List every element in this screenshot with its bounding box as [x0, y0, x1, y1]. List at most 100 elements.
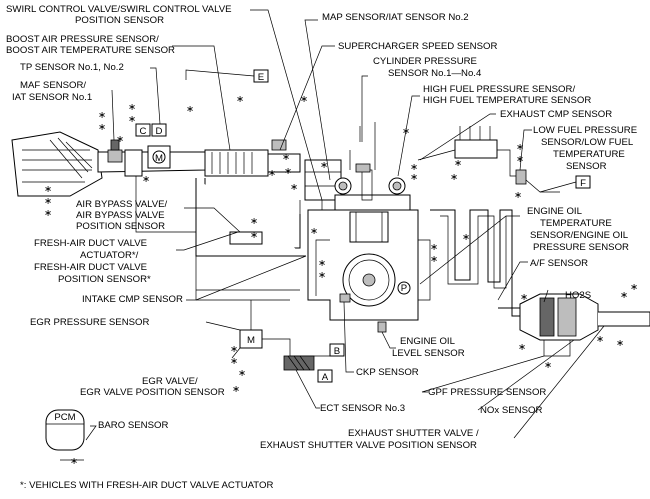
asterisk-mark: ∗	[236, 94, 244, 105]
catalytic-and-gpf	[519, 293, 650, 357]
asterisk-mark: ∗	[116, 134, 124, 145]
label-hfp-1: HIGH FUEL PRESSURE SENSOR/	[423, 84, 575, 95]
label-nox: NOx SENSOR	[480, 405, 542, 416]
label-maf-1: MAF SENSOR/	[20, 80, 86, 91]
label-cyl-2: SENSOR No.1—No.4	[388, 68, 482, 79]
asterisk-mark: ∗	[186, 104, 194, 115]
label-boost-2: BOOST AIR TEMPERATURE SENSOR	[6, 45, 175, 56]
label-baro: BARO SENSOR	[98, 420, 168, 431]
label-supercharger: SUPERCHARGER SPEED SENSOR	[338, 41, 497, 52]
asterisk-mark: ∗	[238, 368, 246, 379]
connector-c: C	[140, 126, 147, 137]
asterisk-mark: ∗	[282, 152, 290, 163]
pcm-module: PCM	[45, 409, 85, 451]
label-ckp: CKP SENSOR	[356, 367, 419, 378]
asterisk-mark: ∗	[128, 114, 136, 125]
label-tp: TP SENSOR No.1, No.2	[20, 62, 124, 73]
label-maf-2: IAT SENSOR No.1	[12, 92, 92, 103]
labels: SWIRL CONTROL VALVE/SWIRL CONTROL VALVE …	[6, 4, 637, 491]
label-egr-1: EGR VALVE/	[142, 376, 198, 387]
asterisk-mark: ∗	[514, 190, 522, 201]
label-abv-1: AIR BYPASS VALVE/	[76, 199, 168, 210]
asterisk-mark: ∗	[98, 110, 106, 121]
asterisk-mark: ∗	[310, 226, 318, 237]
asterisk-mark: ∗	[518, 342, 526, 353]
label-fad-3: FRESH-AIR DUCT VALVE	[34, 262, 147, 273]
supercharger	[271, 139, 342, 201]
asterisk-mark: ∗	[268, 168, 276, 179]
asterisk-mark: ∗	[520, 292, 528, 303]
asterisk-mark: ∗	[430, 254, 438, 265]
footnote: *: VEHICLES WITH FRESH-AIR DUCT VALVE AC…	[20, 480, 273, 491]
label-intake-cmp: INTAKE CMP SENSOR	[82, 294, 183, 305]
asterisk-mark: ∗	[544, 360, 552, 371]
asterisk-mark: ∗	[250, 230, 258, 241]
exhaust-manifold	[430, 209, 520, 317]
label-cyl-1: CYLINDER PRESSURE	[373, 56, 477, 67]
label-gpf: GPF PRESSURE SENSOR	[428, 387, 546, 398]
engine-oil-sensor-unit	[339, 281, 411, 333]
connector-p: P	[401, 283, 407, 294]
asterisk-mark: ∗	[620, 290, 628, 301]
label-eol-1: ENGINE OIL	[400, 336, 456, 347]
asterisk-mark: ∗	[284, 166, 292, 177]
label-af: A/F SENSOR	[530, 258, 588, 269]
connector-d: D	[156, 126, 163, 137]
air-cleaner	[11, 131, 103, 197]
asterisk-mark: ∗	[410, 172, 418, 183]
asterisk-marks: ∗∗∗∗∗∗∗∗∗∗∗∗∗∗∗∗∗∗∗∗∗∗∗∗∗∗∗∗∗∗∗∗∗∗∗∗∗∗∗∗…	[44, 94, 638, 467]
connector-m-egr: M	[247, 335, 255, 346]
label-swirl-2: POSITION SENSOR	[75, 15, 164, 26]
asterisk-mark: ∗	[454, 158, 462, 169]
label-fad-2: ACTUATOR*/	[80, 250, 139, 261]
asterisk-mark: ∗	[596, 334, 604, 345]
label-lfp-4: SENSOR	[566, 161, 607, 172]
engine-block	[307, 194, 431, 321]
label-lfp-2: SENSOR/LOW FUEL	[541, 137, 634, 148]
asterisk-mark: ∗	[402, 126, 410, 137]
label-fad-4: POSITION SENSOR*	[58, 274, 151, 285]
asterisk-mark: ∗	[516, 154, 524, 165]
leader-lines	[60, 9, 605, 461]
asterisk-mark: ∗	[44, 184, 52, 195]
asterisk-mark: ∗	[462, 232, 470, 243]
connector-boxes: E F C D B A M M P	[135, 69, 591, 383]
pcm-label: PCM	[54, 412, 75, 423]
asterisk-mark: ∗	[450, 172, 458, 183]
asterisk-mark: ∗	[230, 356, 238, 367]
label-eot-3: SENSOR/ENGINE OIL	[530, 230, 629, 241]
label-exh-cmp: EXHAUST CMP SENSOR	[500, 109, 612, 120]
asterisk-mark: ∗	[616, 338, 624, 349]
label-map-iat2: MAP SENSOR/IAT SENSOR No.2	[322, 12, 469, 23]
asterisk-mark: ∗	[230, 344, 238, 355]
ect-sensor-unit	[283, 355, 315, 371]
asterisk-mark: ∗	[128, 102, 136, 113]
asterisk-mark: ∗	[98, 122, 106, 133]
label-boost-1: BOOST AIR PRESSURE SENSOR/	[6, 34, 159, 45]
asterisk-mark: ∗	[250, 216, 258, 227]
asterisk-mark: ∗	[430, 242, 438, 253]
label-hfp-2: HIGH FUEL TEMPERATURE SENSOR	[423, 95, 591, 106]
asterisk-mark: ∗	[44, 208, 52, 219]
label-abv-3: POSITION SENSOR	[76, 221, 165, 232]
asterisk-mark: ∗	[142, 174, 150, 185]
asterisk-mark: ∗	[630, 282, 638, 293]
asterisk-mark: ∗	[232, 384, 240, 395]
label-abv-2: AIR BYPASS VALVE	[76, 210, 165, 221]
asterisk-mark: ∗	[290, 182, 298, 193]
label-ho2s: HO2S	[565, 290, 591, 301]
label-eot-2: TEMPERATURE	[540, 218, 612, 229]
label-lfp-1: LOW FUEL PRESSURE	[533, 125, 637, 136]
connector-a: A	[322, 372, 329, 383]
asterisk-mark: ∗	[318, 258, 326, 269]
connector-f: F	[580, 178, 586, 189]
asterisk-mark: ∗	[44, 196, 52, 207]
label-ect: ECT SENSOR No.3	[320, 403, 405, 414]
label-egr-2: EGR VALVE POSITION SENSOR	[80, 387, 225, 398]
label-eot-4: PRESSURE SENSOR	[533, 242, 629, 253]
maf-sensor-unit	[107, 139, 123, 163]
label-egr-pressure: EGR PRESSURE SENSOR	[30, 317, 149, 328]
label-eol-2: LEVEL SENSOR	[392, 348, 465, 359]
